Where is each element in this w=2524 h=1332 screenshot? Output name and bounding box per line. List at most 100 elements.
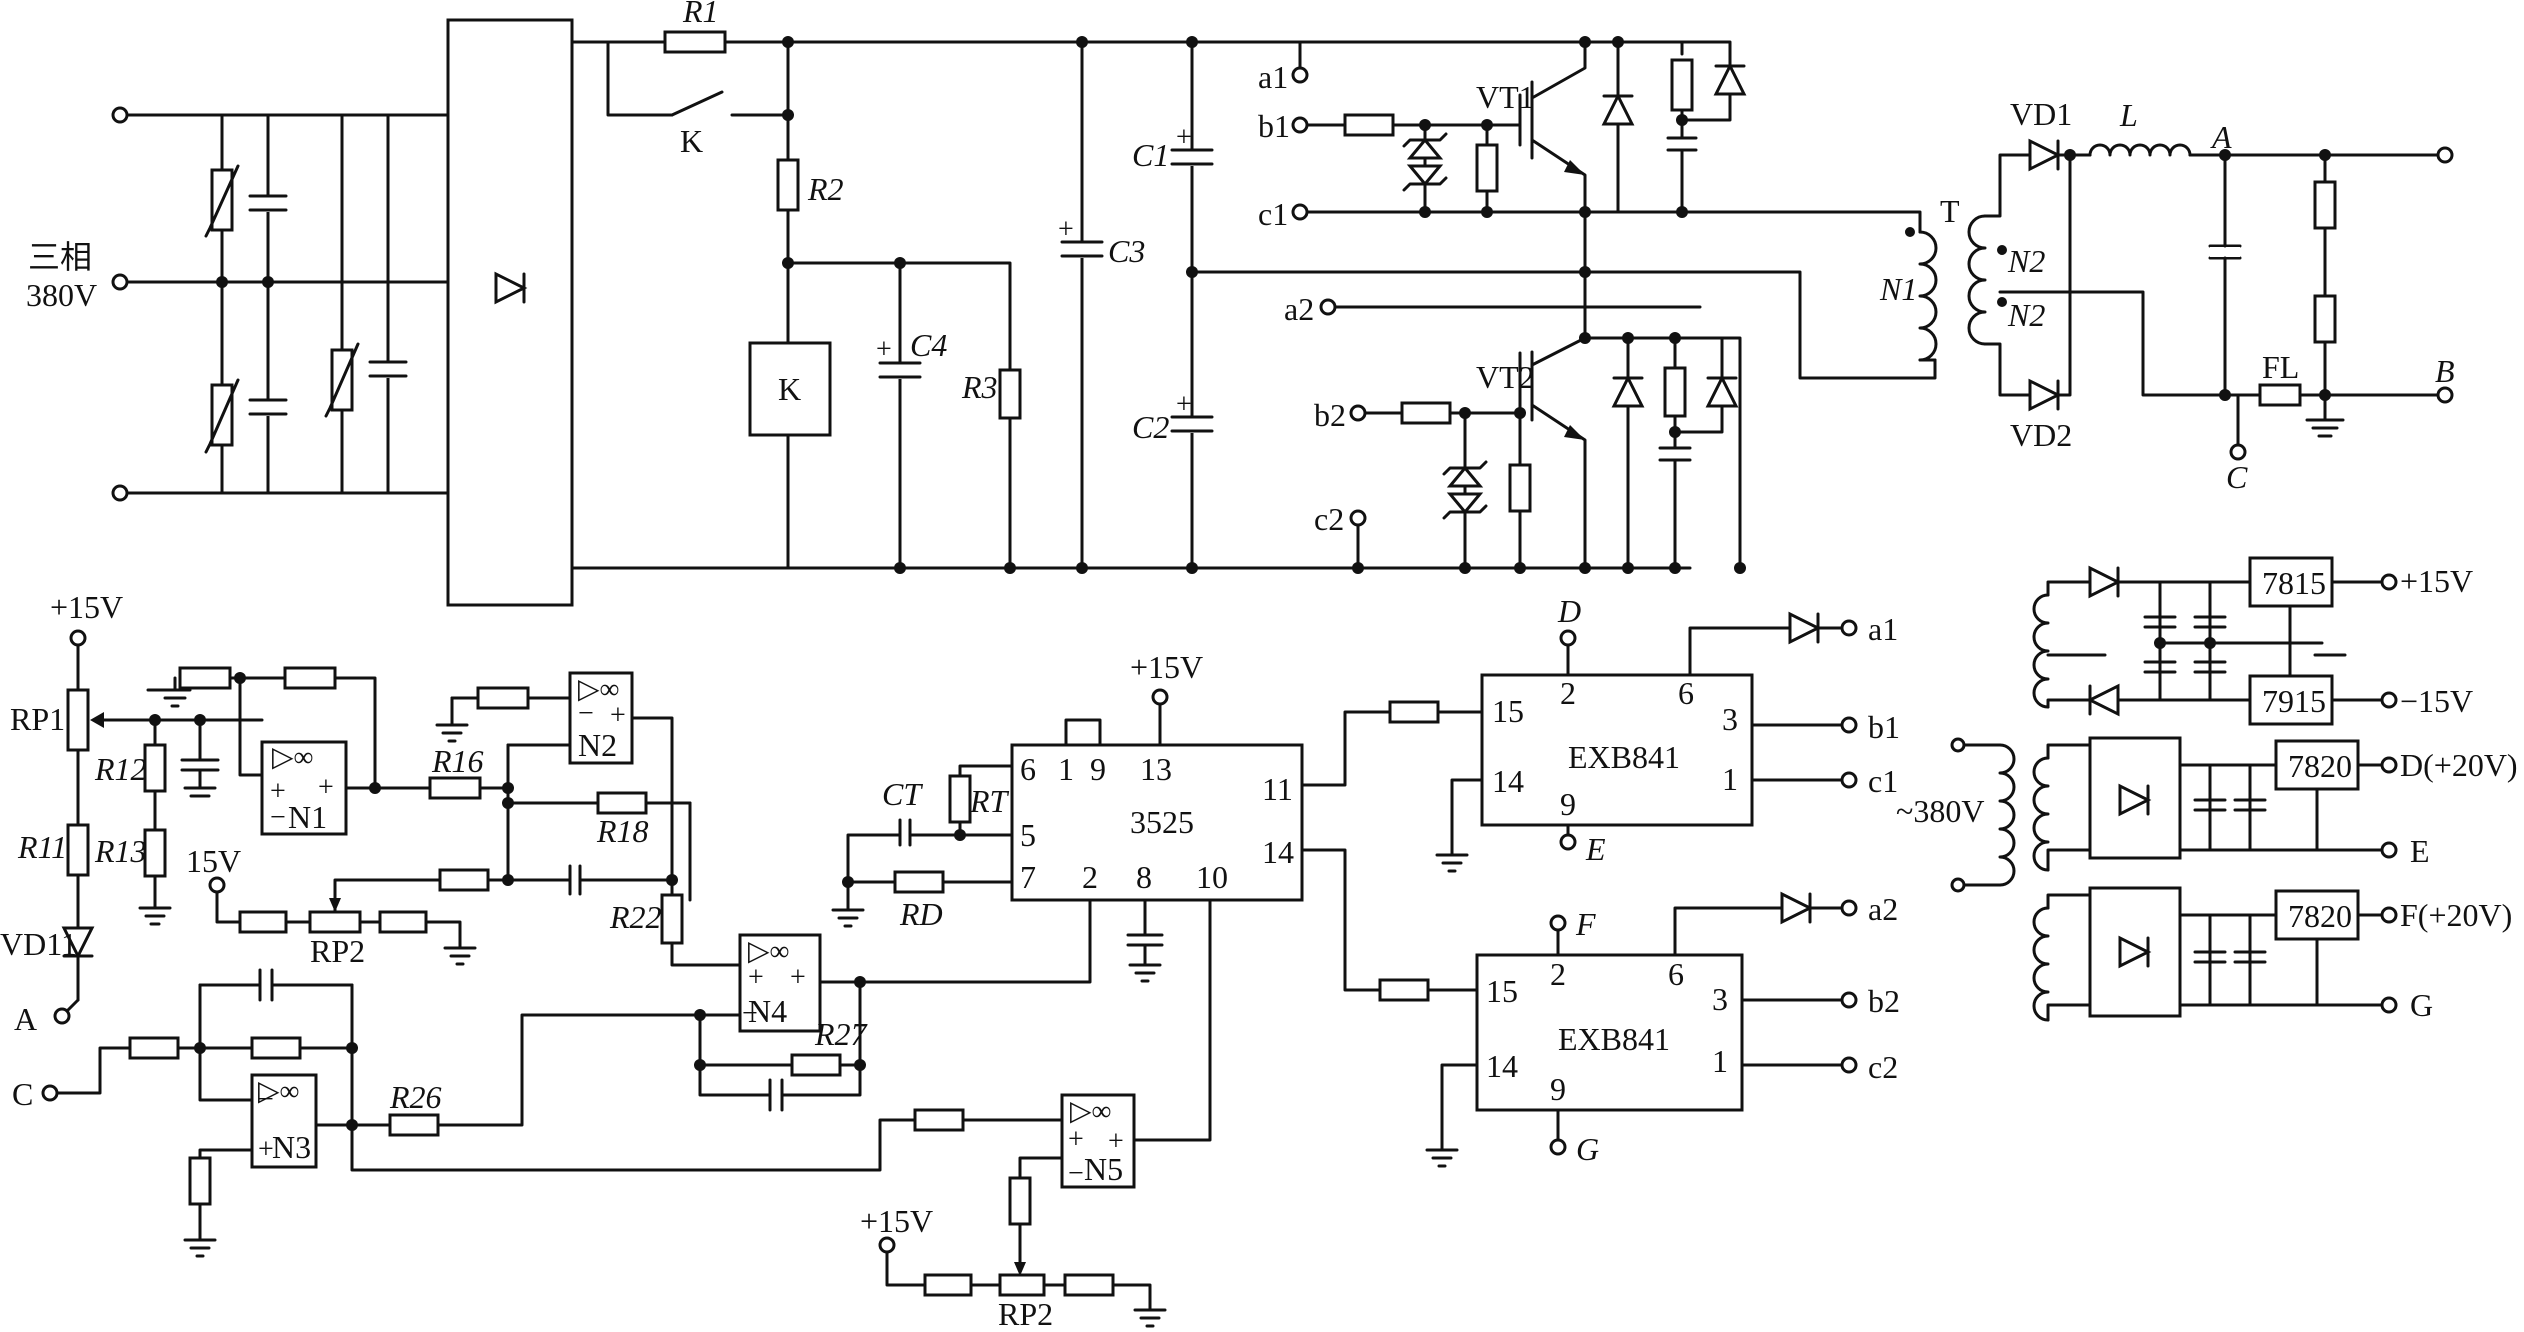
b1-out-terminal [1840,716,1858,734]
pin-15: 15 [1486,973,1518,1009]
inductor-l [2088,143,2192,157]
resistor [1063,1273,1115,1297]
aux-secondary-d [2032,756,2050,872]
r22-label: R22 [609,899,662,935]
igbt-vt2-stage: a2 b2 c2 VT2 [1284,291,1746,574]
svg-text:+: + [1176,122,1192,153]
a1-terminal [1291,66,1309,84]
c1-out-terminal [1840,771,1858,789]
gate-resistor-2 [1400,401,1452,425]
resistor [923,1273,973,1297]
resistor-rt [948,774,972,824]
plus15v-terminal [69,629,87,647]
plus15v-bottom-terminal [878,1236,896,1254]
n5-amp-label: N5 [1084,1151,1123,1187]
auxiliary-power-supplies: 7815 7915 +15V −15V ~380V 7820 D(+20V) E… [1896,556,2518,1023]
svg-text:▷∞: ▷∞ [578,674,620,705]
resistor [128,1036,180,1060]
d-out-terminal [2380,756,2398,774]
exb1-label: EXB841 [1568,739,1680,775]
r2-label: R2 [807,171,844,207]
phase-3-terminal [111,484,129,502]
c-out-label: C [2226,459,2248,495]
pin-6: 6 [1020,751,1036,787]
pin-11: 11 [1262,771,1293,807]
e-pin-label: E [1585,831,1606,867]
resistor-r16 [428,776,482,800]
pin-6: 6 [1678,675,1694,711]
igbt-vt1-stage: a1 b1 c1 VT1 [1258,36,1922,340]
d-out-label: D(+20V) [2400,747,2518,783]
r1-label: R1 [682,0,719,29]
svg-text:▷∞: ▷∞ [272,742,314,773]
pin-10: 10 [1196,859,1228,895]
n1-amp-label: N1 [288,799,327,835]
pin-5: 5 [1020,817,1036,853]
reg7915-label: 7915 [2262,683,2326,719]
a1-out-label: a1 [1868,611,1898,647]
r18-label: R18 [596,813,649,849]
vt1-label: VT1 [1476,79,1535,115]
svg-text:+: + [1068,1124,1084,1155]
svg-text:+: + [876,334,892,365]
n2a-label: N2 [2007,243,2045,279]
a2-out-terminal [1840,899,1858,917]
n4-amp-label: N4 [748,993,787,1029]
pin-1: 1 [1712,1043,1728,1079]
exb841-2 [1475,953,1744,1112]
c3-label: C3 [1108,233,1145,269]
transformer-output-section: T N1 N2 N2 VD1 VD2 L A FL B C [1879,96,2455,495]
c1-label: C1 [1132,137,1169,173]
a-input-terminal [53,1007,71,1025]
resistor-r18 [596,791,648,815]
c1-out-label: c1 [1868,763,1898,799]
svg-text:−: − [742,998,758,1029]
c2-label: C2 [1132,409,1169,445]
c4-label: C4 [910,327,947,363]
resistor [1008,1176,1032,1226]
a-out-label: A [2210,119,2232,155]
output-b-terminal [2436,386,2454,404]
pin-13: 13 [1140,751,1172,787]
c2-terminal [1349,509,1367,527]
r27-label: R27 [814,1016,869,1052]
divider-resistor-bottom [2313,294,2337,344]
zener-diode [1406,137,1444,160]
resistor-r11 [66,823,90,877]
r11-label: R11 [17,829,67,865]
input-section: 三相 380V [26,18,574,607]
ic-3525 [1010,743,1304,902]
c1-terminal [1291,203,1309,221]
b1-terminal [1291,116,1309,134]
driver-exb841-1: EXB841 15 14 2 6 9 3 1 D E a1 b1 c1 [1435,593,1900,873]
resistor-r26 [388,1113,440,1137]
resistor-r27 [790,1053,842,1077]
r12-label: R12 [94,751,147,787]
k-relay-label: K [778,371,801,407]
f-out-label: F(+20V) [2400,897,2512,933]
vd11-label: VD11 [0,926,77,962]
f-out-terminal [2380,906,2398,924]
a2-label: a2 [1284,291,1314,327]
svg-text:+: + [270,776,286,807]
resistor [1388,700,1440,724]
15v-terminal [208,876,226,894]
resistor-r3 [998,368,1022,420]
pin-14: 14 [1486,1048,1518,1084]
gate-resistor-1 [1343,113,1395,137]
svg-text:−: − [258,1084,274,1115]
svg-text:+: + [790,962,806,993]
r26-label: R26 [389,1079,442,1115]
b2-out-label: b2 [1868,983,1900,1019]
n2-amp-label: N2 [578,727,617,763]
ic3525-label: 3525 [1130,804,1194,840]
b1-label: b1 [1258,108,1290,144]
svg-text:▷∞: ▷∞ [1070,1096,1112,1127]
svg-text:−: − [578,698,594,729]
pin-9: 9 [1560,786,1576,822]
aux-primary-winding [1998,743,2016,887]
t-label: T [1940,193,1960,229]
opamp-n3 [250,1073,318,1169]
pin-1: 1 [1058,751,1074,787]
m15-out-label: −15V [2400,683,2473,719]
